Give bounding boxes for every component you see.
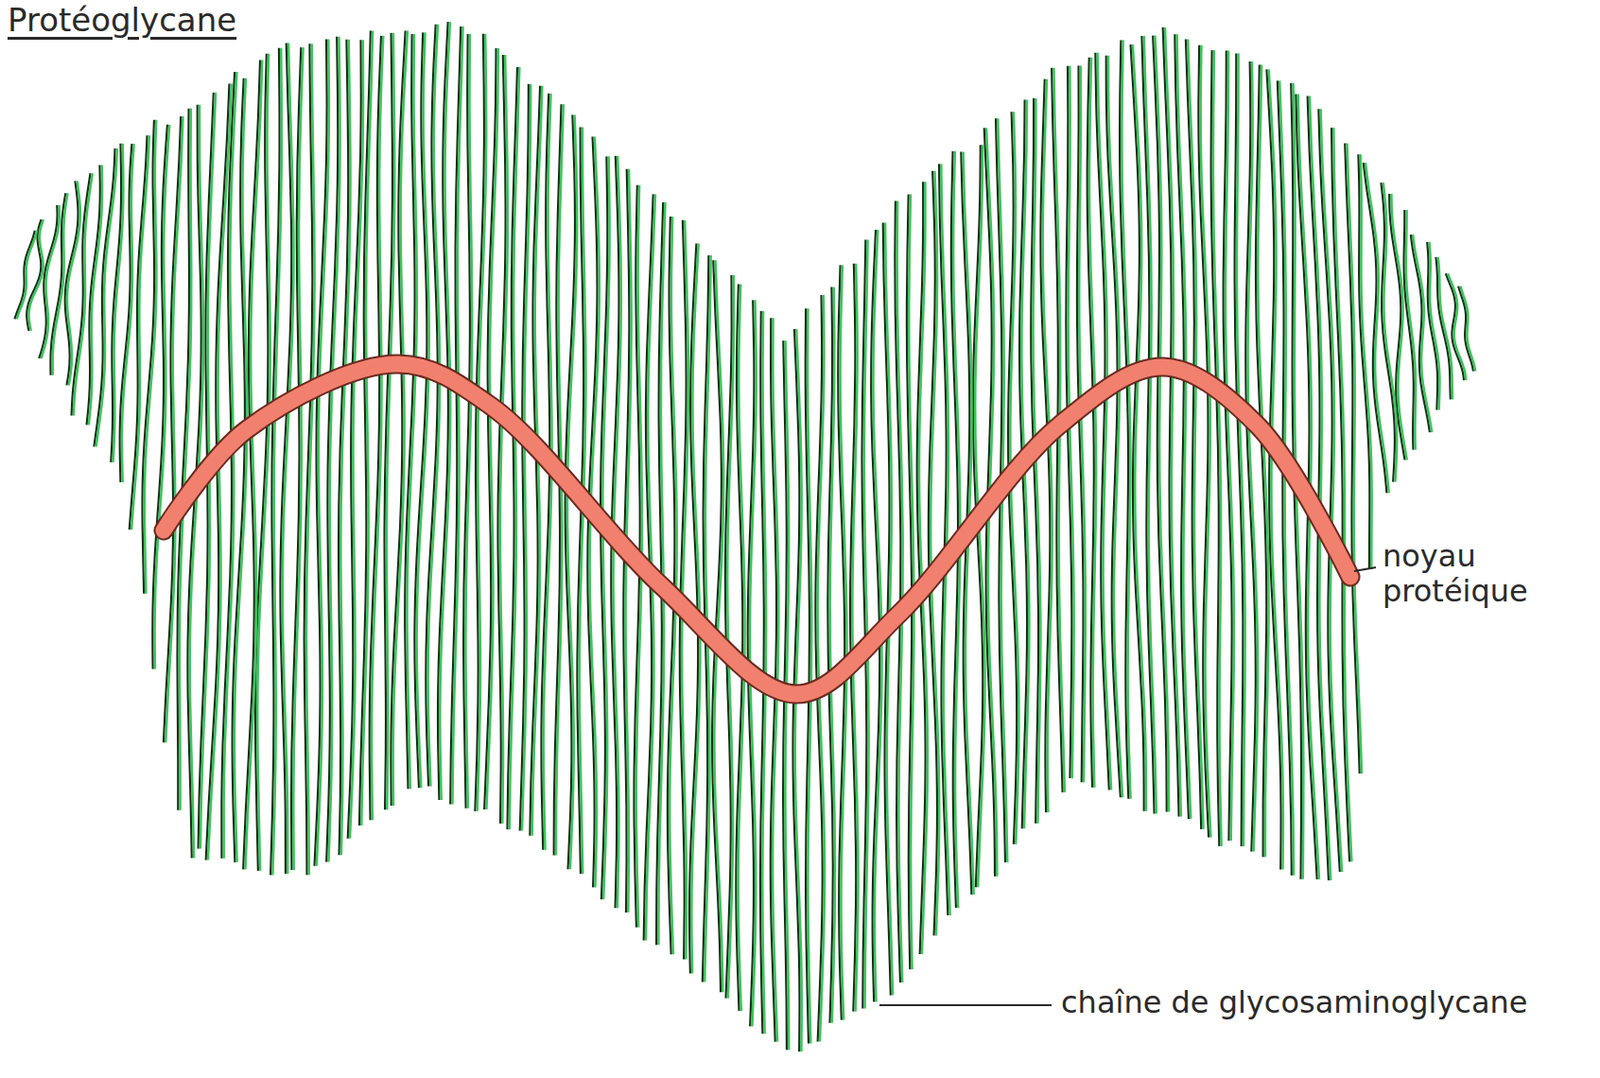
gag-chain (1236, 53, 1246, 848)
gag-chain (306, 43, 315, 875)
gag-chain (371, 35, 383, 820)
gag-chain (393, 30, 408, 806)
gag-chain (1346, 142, 1362, 774)
gag-chain (1078, 65, 1086, 783)
gag-chain (67, 180, 81, 385)
core-protein-outline (163, 364, 1351, 695)
gag-chain (919, 181, 928, 955)
gag-chain (1132, 44, 1147, 812)
part-label: noyau protéique (1382, 539, 1572, 609)
gag-chain (1154, 35, 1169, 813)
gag-chain (872, 229, 882, 1003)
gag-chain (144, 120, 157, 594)
gag-chain (428, 24, 440, 787)
gag-chain (406, 34, 417, 789)
gag-chain (234, 78, 247, 863)
gag-chain (293, 47, 303, 870)
gag-chain (897, 201, 904, 983)
gag-chain (1391, 193, 1407, 460)
gag-chain (316, 39, 330, 867)
part-label: chaîne de glycosaminoglycane (1060, 985, 1529, 1021)
gag-chain (155, 124, 171, 670)
gag-chain (1257, 65, 1269, 858)
gag-chain (930, 171, 940, 937)
gag-chain (121, 143, 135, 483)
gag-chain (477, 34, 487, 812)
diagram-title: Protéoglycane (7, 1, 237, 39)
gag-chain (1460, 286, 1476, 372)
gag-chain (272, 48, 282, 876)
gag-chains (14, 21, 1476, 1052)
gag-chain (439, 21, 451, 800)
gag-chain (452, 26, 463, 805)
gag-chain (340, 39, 350, 856)
gag-chain (521, 84, 531, 832)
gag-chain (1121, 39, 1131, 799)
gag-chain (244, 60, 262, 870)
gag-chain (1089, 57, 1096, 788)
gag-chain (349, 39, 364, 838)
gag-chain (839, 264, 847, 1020)
gag-chain (486, 48, 498, 810)
leader-line (1354, 567, 1376, 572)
gag-chain (713, 260, 724, 992)
gag-chain (1333, 127, 1352, 862)
gag-chain (1383, 182, 1398, 483)
gag-chain (1321, 108, 1342, 872)
gag-chain (52, 192, 69, 376)
gag-chain (908, 194, 914, 971)
gag-chain (73, 173, 93, 416)
gag-chain (1200, 45, 1212, 838)
gag-chain (1360, 154, 1373, 570)
gag-chain (681, 220, 689, 960)
gag-chain (28, 219, 43, 331)
gag-chain (830, 287, 835, 1024)
core-protein (163, 364, 1351, 695)
gag-chain (1225, 50, 1235, 841)
gag-chain (1213, 50, 1222, 847)
gag-chain (1412, 234, 1432, 433)
gag-chain (817, 295, 825, 1042)
gag-chain (864, 239, 870, 1009)
gag-chain (1108, 55, 1123, 798)
gag-chain (738, 284, 746, 1011)
gag-chain (328, 36, 340, 863)
gag-chain (282, 42, 295, 874)
gag-chain (500, 54, 508, 824)
gag-chain (940, 163, 950, 916)
gag-chain (852, 263, 858, 1012)
gag-chain (1177, 34, 1192, 819)
gag-chain (257, 53, 270, 871)
gag-chain-outline (1130, 44, 1145, 812)
gag-chain (88, 164, 103, 425)
gag-chain (1447, 273, 1466, 381)
gag-chain (465, 34, 472, 809)
gag-chain (1248, 61, 1259, 852)
gag-chain (1144, 35, 1157, 814)
leader-line (879, 1004, 1052, 1007)
gag-chain (727, 275, 734, 999)
gag-chain (807, 308, 812, 1044)
gag-chain (131, 135, 150, 530)
gag-chain (17, 230, 37, 319)
gag-chain (41, 205, 60, 359)
gag-chain (509, 67, 521, 830)
